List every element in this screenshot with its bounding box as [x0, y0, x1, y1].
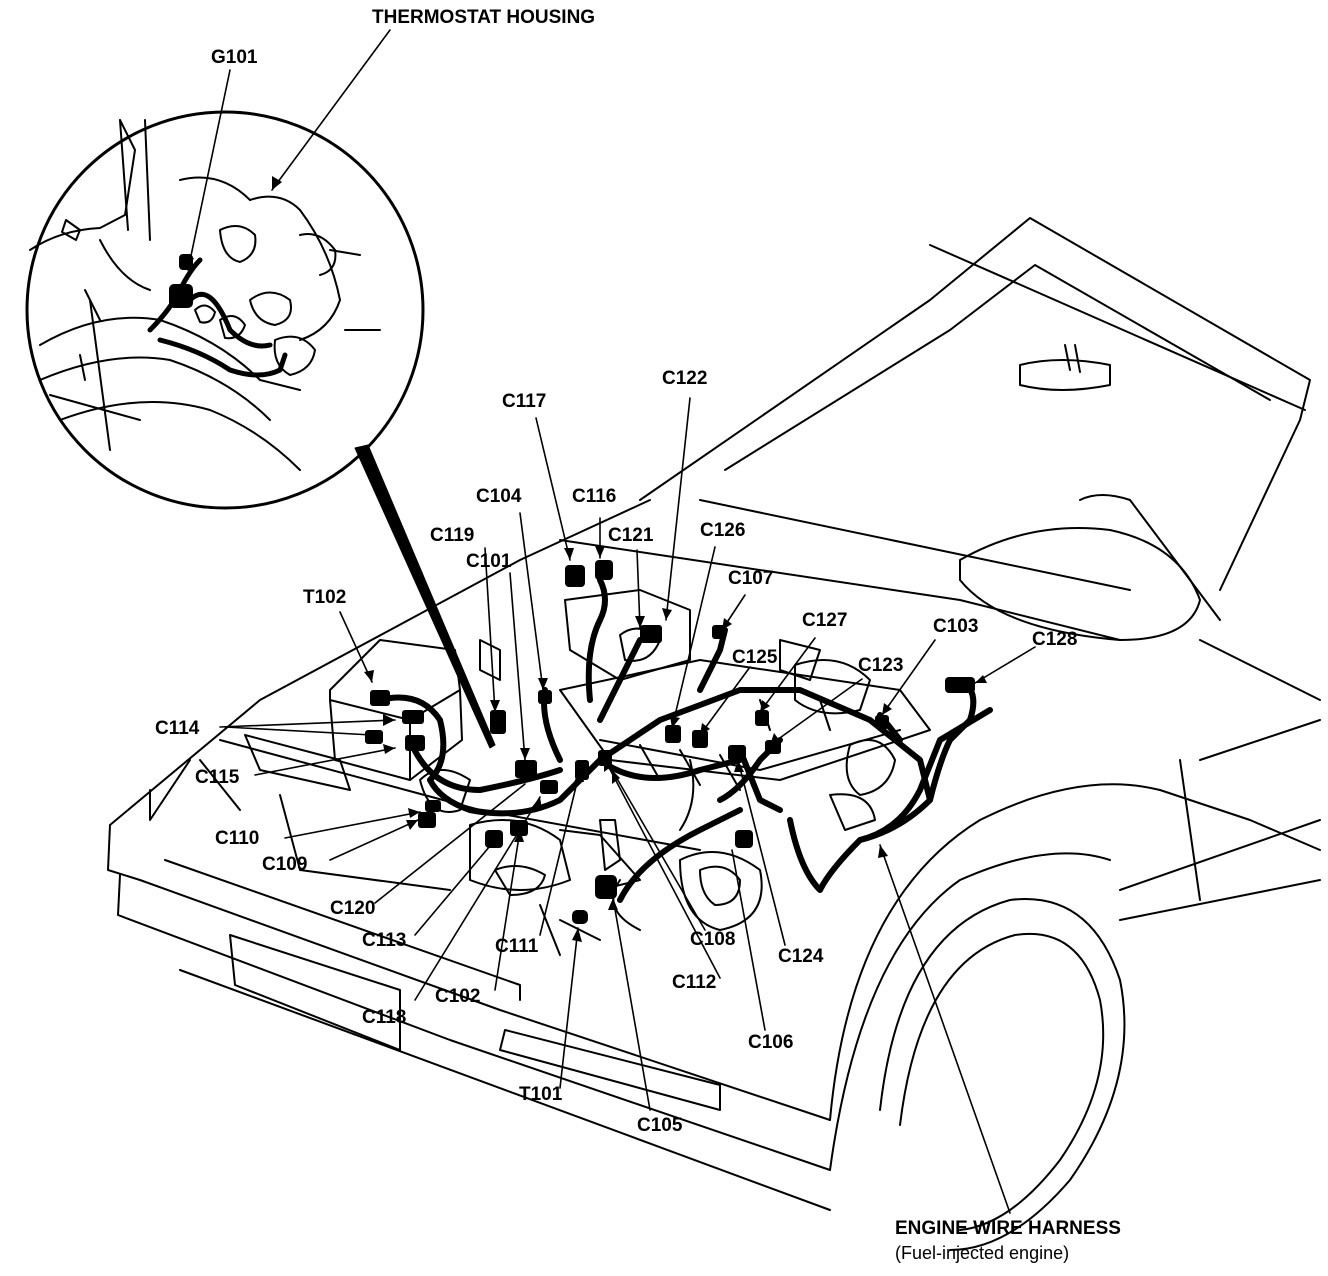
c118-label: C118	[362, 1007, 407, 1028]
c108-label: C108	[690, 929, 736, 950]
engine-wire-harness-path	[377, 577, 993, 903]
c115-label: C115	[195, 767, 240, 788]
c121-label: C121	[608, 525, 654, 546]
c103-label: C103	[933, 616, 979, 637]
c116-label: C116	[572, 486, 617, 507]
t102-label: T102	[303, 587, 347, 608]
car-body-outline	[107, 217, 1321, 1251]
leader-arrowheads	[184, 176, 987, 942]
thermostat-housing-label: THERMOSTAT HOUSING	[372, 7, 596, 28]
t101-label: T101	[519, 1084, 563, 1105]
c104-label: C104	[476, 486, 522, 507]
c123-label: C123	[858, 655, 904, 676]
c127-label: C127	[802, 610, 848, 631]
c125-label: C125	[732, 647, 778, 668]
c122-label: C122	[662, 368, 708, 389]
fuel-injected-note: (Fuel-injected engine)	[895, 1243, 1070, 1263]
c107-label: C107	[728, 568, 774, 589]
c126-label: C126	[700, 520, 746, 541]
thermostat-inset	[25, 110, 425, 510]
c120-label: C120	[330, 898, 376, 919]
connector-blocks	[365, 560, 975, 924]
c124-label: C124	[778, 946, 824, 967]
c114-label: C114	[155, 718, 200, 739]
g101-label: G101	[211, 47, 258, 68]
engine-components	[244, 589, 931, 956]
c105-label: C105	[637, 1115, 683, 1136]
c110-label: C110	[215, 828, 260, 849]
c101-label: C101	[466, 551, 512, 572]
c117-label: C117	[502, 391, 547, 412]
leader-lines	[187, 29, 1036, 1214]
c112-label: C112	[672, 972, 717, 993]
c106-label: C106	[748, 1032, 794, 1053]
engine-wire-harness-label: ENGINE WIRE HARNESS	[895, 1218, 1121, 1239]
c111-label: C111	[495, 936, 539, 957]
c128-label: C128	[1032, 629, 1078, 650]
c102-label: C102	[435, 986, 481, 1007]
c119-label: C119	[430, 525, 475, 546]
c113-label: C113	[362, 930, 407, 951]
inset-pointer-wedge	[354, 444, 496, 749]
c109-label: C109	[262, 854, 308, 875]
